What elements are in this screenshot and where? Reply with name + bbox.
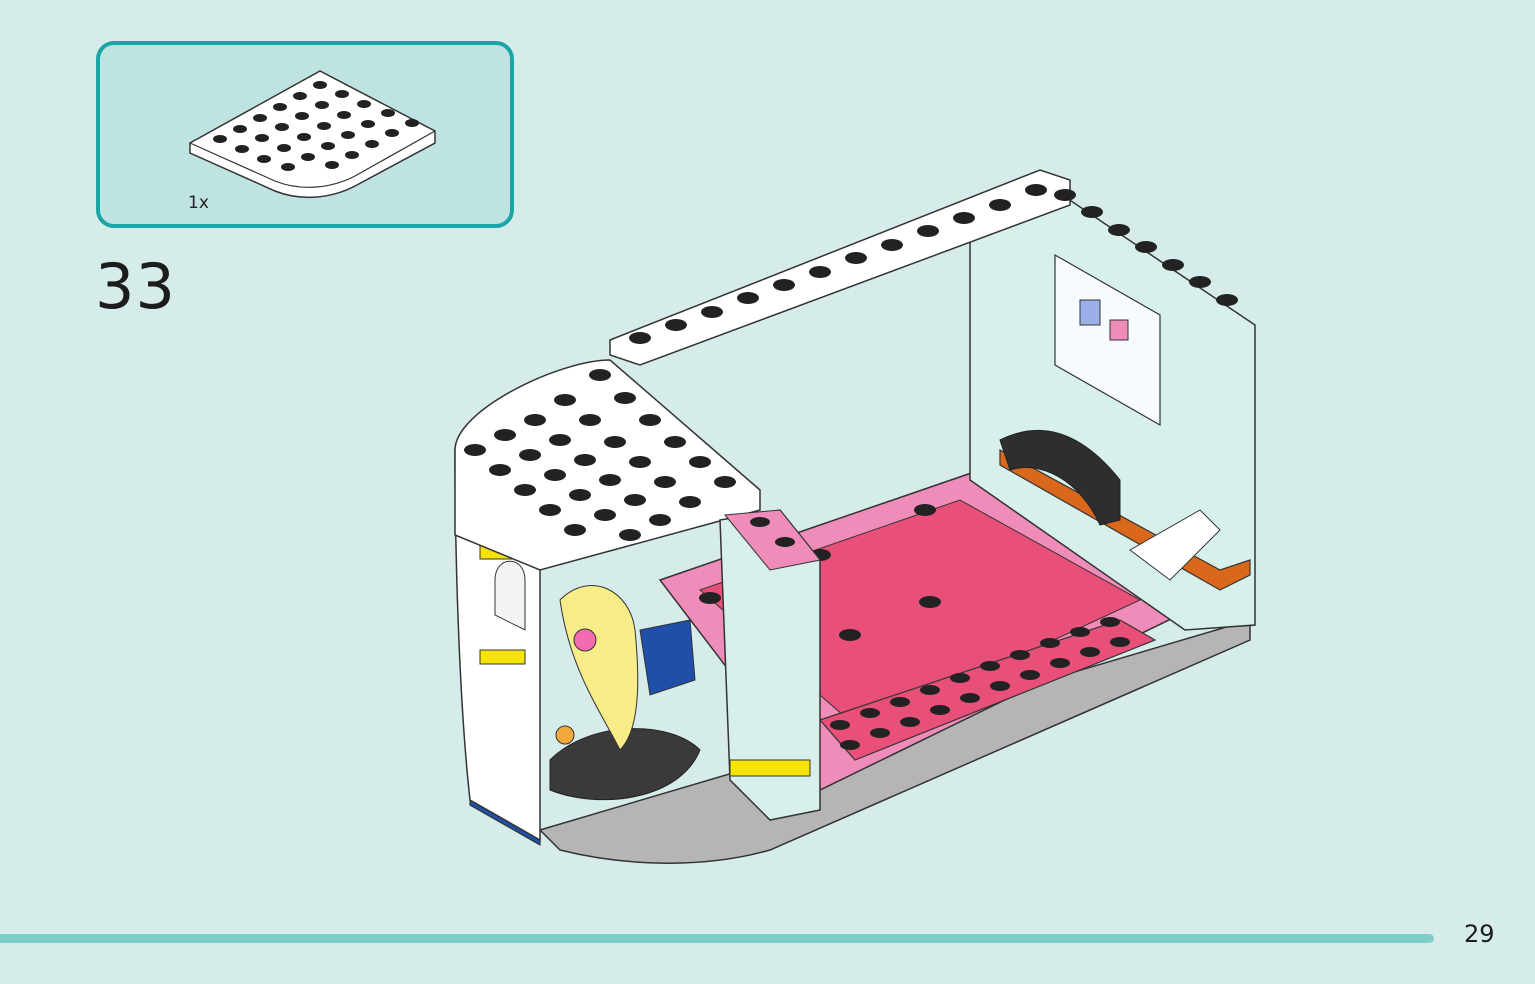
- parts-callout-box: 1x: [96, 41, 514, 228]
- salon-building-model: [454, 169, 1256, 864]
- part-quantity: 1x: [188, 193, 209, 213]
- progress-bar: [0, 934, 1434, 943]
- step-number: 33: [95, 250, 176, 323]
- white-round-corner-plate-icon: [189, 70, 436, 199]
- page-number: 29: [1464, 920, 1495, 948]
